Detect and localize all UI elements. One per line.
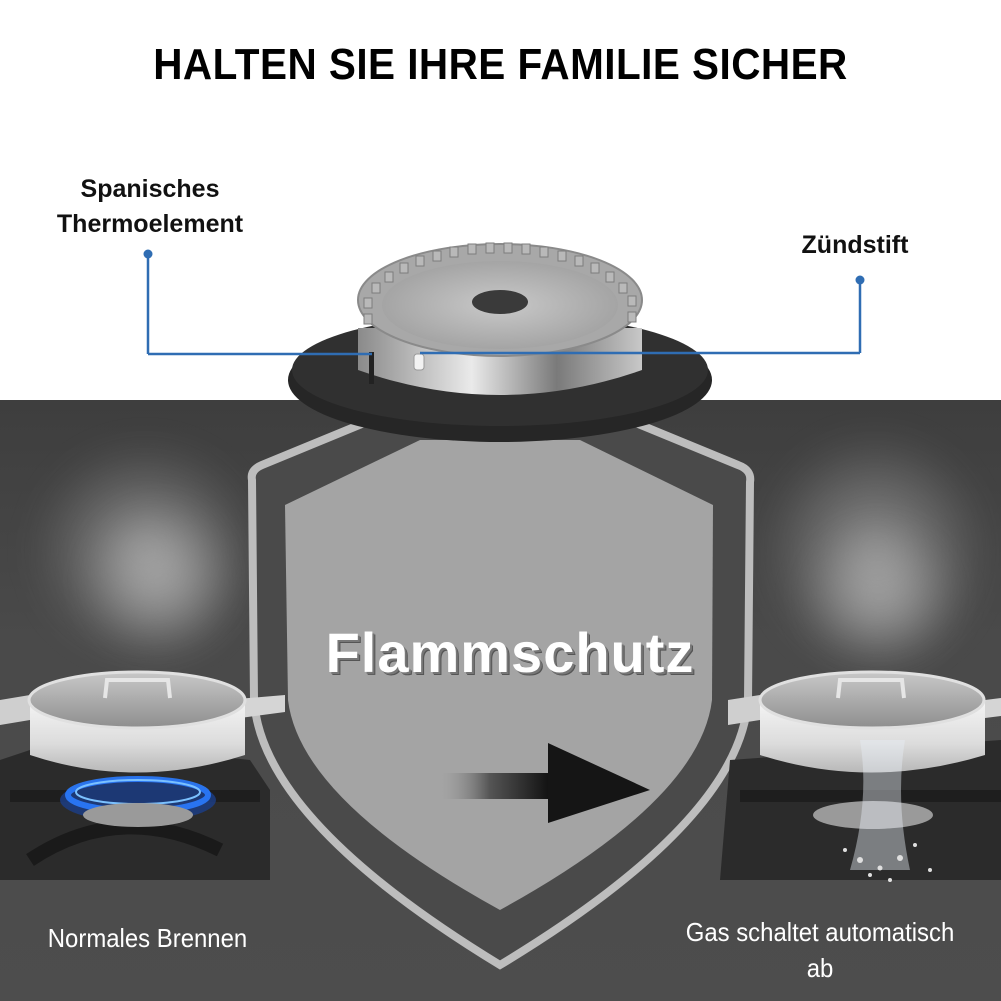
right-burner-off (813, 801, 933, 829)
thermocouple-label: Spanisches Thermoelement (20, 172, 280, 242)
steam-left (30, 440, 260, 660)
left-pot-icon (0, 670, 285, 773)
burner-icon (288, 242, 712, 442)
thermocouple-label-line2: Thermoelement (56, 210, 244, 238)
steam-right-2 (800, 520, 960, 670)
caption-normal-burning: Normales Brennen (47, 923, 248, 953)
page-title: HALTEN SIE IHRE FAMILIE SICHER (153, 40, 848, 89)
callout-lines (143, 249, 865, 356)
caption-gas-auto-off-line2: ab (806, 953, 834, 983)
shield-icon (247, 396, 755, 970)
steam-left-2 (80, 500, 240, 660)
shield-label: Flammschutz (325, 621, 695, 684)
water-spill (843, 740, 932, 882)
caption-gas-auto-off-line1: Gas schaltet automatisch (685, 917, 955, 947)
caption-gas-auto-off: Gas schaltet automatisch ab (654, 914, 985, 986)
thermocouple-label-line1: Spanisches (80, 175, 220, 203)
igniter-label: Zündstift (801, 231, 909, 259)
steam-right (760, 430, 990, 670)
gas-flame-icon (60, 776, 216, 827)
right-pot-icon (728, 670, 1001, 773)
arrow-right-icon (440, 743, 650, 823)
